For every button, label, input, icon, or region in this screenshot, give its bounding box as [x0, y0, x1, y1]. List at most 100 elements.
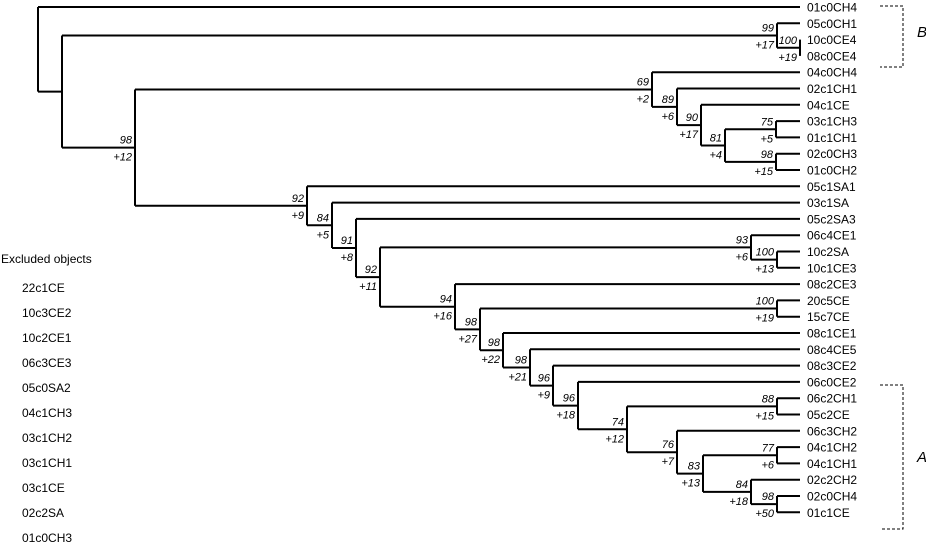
- bootstrap-value: 94: [440, 294, 452, 306]
- bootstrap-value: 100: [779, 35, 798, 47]
- excluded-item: 03c1CH2: [22, 431, 73, 445]
- decay-value: +6: [735, 251, 748, 263]
- bootstrap-value: 88: [762, 393, 775, 405]
- excluded-item: 22c1CE: [22, 281, 65, 295]
- decay-value: +15: [755, 410, 775, 422]
- leaf-label: 05c2CE: [807, 408, 850, 422]
- leaf-label: 10c2SA: [807, 245, 849, 259]
- bootstrap-value: 81: [710, 133, 722, 145]
- bootstrap-value: 98: [120, 135, 133, 147]
- leaf-label: 04c1CE: [807, 98, 850, 112]
- decay-value: +2: [636, 94, 649, 106]
- decay-value: +50: [755, 508, 775, 520]
- bootstrap-value: 84: [736, 479, 748, 491]
- decay-value: +8: [340, 252, 353, 264]
- bootstrap-value: 75: [761, 116, 774, 128]
- leaf-label: 05c1SA1: [807, 180, 856, 194]
- group-a-bracket: [880, 384, 904, 530]
- leaf-label: 01c1CE: [807, 506, 850, 520]
- leaf-label: 08c4CE5: [807, 343, 857, 357]
- leaf-label: 10c1CE3: [807, 261, 857, 275]
- leaf-label: 04c1CH2: [807, 441, 857, 455]
- excluded-item: 06c3CE3: [22, 356, 72, 370]
- decay-value: +4: [709, 150, 722, 162]
- bootstrap-value: 89: [662, 94, 674, 106]
- leaf-label: 02c2CH2: [807, 473, 857, 487]
- decay-value: +9: [537, 390, 550, 402]
- leaf-label: 10c0CE4: [807, 33, 857, 47]
- leaf-label: 03c1SA: [807, 196, 849, 210]
- bootstrap-value: 96: [563, 393, 576, 405]
- decay-value: +6: [761, 459, 774, 471]
- decay-value: +19: [755, 313, 774, 325]
- decay-value: +16: [433, 311, 453, 323]
- decay-value: +17: [679, 129, 699, 141]
- leaf-label: 01c0CH2: [807, 164, 857, 178]
- bootstrap-value: 98: [515, 354, 528, 366]
- leaf-label: 01c0CH4: [807, 1, 857, 15]
- decay-value: +18: [556, 410, 576, 422]
- decay-value: +11: [359, 281, 377, 293]
- group-b-label: B: [917, 24, 926, 41]
- leaf-label: 05c2SA3: [807, 212, 856, 226]
- bootstrap-value: 99: [762, 23, 774, 35]
- leaf-label: 04c0CH4: [807, 66, 857, 80]
- leaf-label: 03c1CH3: [807, 115, 857, 129]
- leaf-label: 02c1CH1: [807, 82, 857, 96]
- leaf-label: 20c5CE: [807, 294, 850, 308]
- bootstrap-value: 98: [761, 149, 774, 161]
- bootstrap-value: 98: [488, 337, 501, 349]
- excluded-objects-title: Excluded objects: [1, 252, 92, 266]
- leaf-label: 06c0CE2: [807, 375, 857, 389]
- excluded-item: 02c2SA: [22, 506, 65, 520]
- leaf-label: 08c1CE1: [807, 327, 857, 341]
- leaf-label: 06c4CE1: [807, 229, 857, 243]
- leaf-label: 08c3CE2: [807, 359, 857, 373]
- leaf-labels: 01c0CH405c0CH110c0CE408c0CE404c0CH402c1C…: [807, 1, 857, 520]
- leaf-label: 01c1CH1: [807, 131, 857, 145]
- decay-value: +6: [661, 111, 674, 123]
- decay-value: +12: [605, 433, 624, 445]
- support-labels: 99 +17 100 +19 98 +12 69 +2 89 +6 90 +17 81 +4 75 +5 98 +…: [113, 23, 798, 521]
- bootstrap-value: 74: [612, 416, 624, 428]
- leaf-label: 08c2CE3: [807, 278, 857, 292]
- decay-value: +27: [458, 333, 478, 345]
- bootstrap-value: 83: [688, 461, 701, 473]
- excluded-item: 05c0SA2: [22, 381, 71, 395]
- group-b-bracket: [880, 5, 904, 68]
- decay-value: +21: [508, 371, 527, 383]
- bootstrap-value: 93: [736, 234, 749, 246]
- leaf-label: 04c1CH1: [807, 457, 857, 471]
- decay-value: +22: [481, 354, 500, 366]
- bootstrap-value: 98: [465, 316, 478, 328]
- excluded-item: 03c1CH1: [22, 456, 73, 470]
- leaf-label: 06c2CH1: [807, 392, 857, 406]
- tree-branches: [37, 6, 801, 514]
- decay-value: +13: [755, 264, 775, 276]
- group-brackets: B A: [880, 5, 926, 530]
- excluded-item: 10c2CE1: [22, 331, 72, 345]
- excluded-item: 03c1CE: [22, 481, 65, 495]
- bootstrap-value: 100: [756, 247, 775, 259]
- bootstrap-value: 98: [762, 491, 775, 503]
- bootstrap-value: 92: [292, 193, 304, 205]
- bootstrap-value: 76: [662, 439, 675, 451]
- decay-value: +5: [316, 229, 329, 241]
- excluded-item: 04c1CH3: [22, 406, 73, 420]
- decay-value: +13: [681, 478, 701, 490]
- excluded-item: 10c3CE2: [22, 306, 72, 320]
- bootstrap-value: 90: [686, 112, 699, 124]
- bootstrap-value: 92: [365, 264, 377, 276]
- decay-value: +12: [113, 152, 132, 164]
- decay-value: +18: [729, 496, 749, 508]
- excluded-objects-panel: Excluded objects 22c1CE 10c3CE2 10c2CE1 …: [0, 252, 130, 556]
- decay-value: +5: [760, 133, 773, 145]
- bootstrap-value: 77: [762, 442, 775, 454]
- decay-value: +17: [755, 40, 775, 52]
- bootstrap-value: 69: [637, 77, 649, 89]
- bootstrap-value: 100: [756, 296, 775, 308]
- bootstrap-value: 84: [317, 212, 329, 224]
- leaf-label: 06c3CH2: [807, 424, 857, 438]
- decay-value: +15: [754, 166, 774, 178]
- bootstrap-value: 96: [538, 373, 551, 385]
